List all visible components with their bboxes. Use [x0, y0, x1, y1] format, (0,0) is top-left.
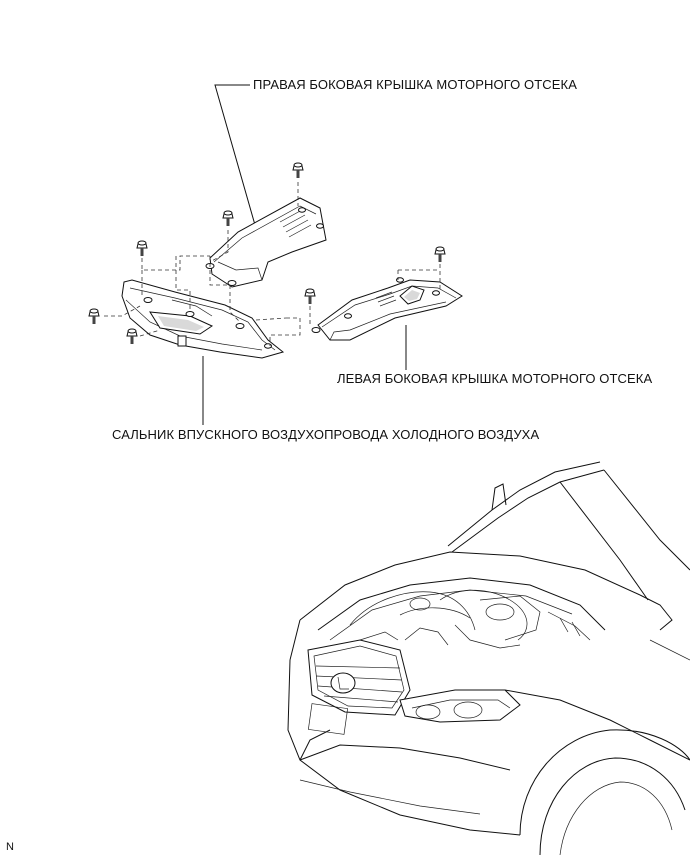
leader-right-cover	[214, 84, 256, 226]
right-engine-cover	[205, 197, 327, 288]
corner-code: N	[6, 841, 14, 853]
label-right-engine-cover: ПРАВАЯ БОКОВАЯ КРЫШКА МОТОРНОГО ОТСЕКА	[253, 77, 577, 92]
vehicle-front-illustration	[287, 461, 690, 855]
label-left-engine-cover: ЛЕВАЯ БОКОВАЯ КРЫШКА МОТОРНОГО ОТСЕКА	[337, 371, 652, 386]
cold-air-intake-seal	[121, 279, 285, 359]
left-engine-cover	[311, 277, 463, 341]
label-cold-air-intake-seal: САЛЬНИК ВПУСКНОГО ВОЗДУХОПРОВОДА ХОЛОДНО…	[112, 427, 539, 442]
assembly-dashed-lines	[104, 182, 441, 346]
clip-fasteners	[88, 162, 446, 344]
